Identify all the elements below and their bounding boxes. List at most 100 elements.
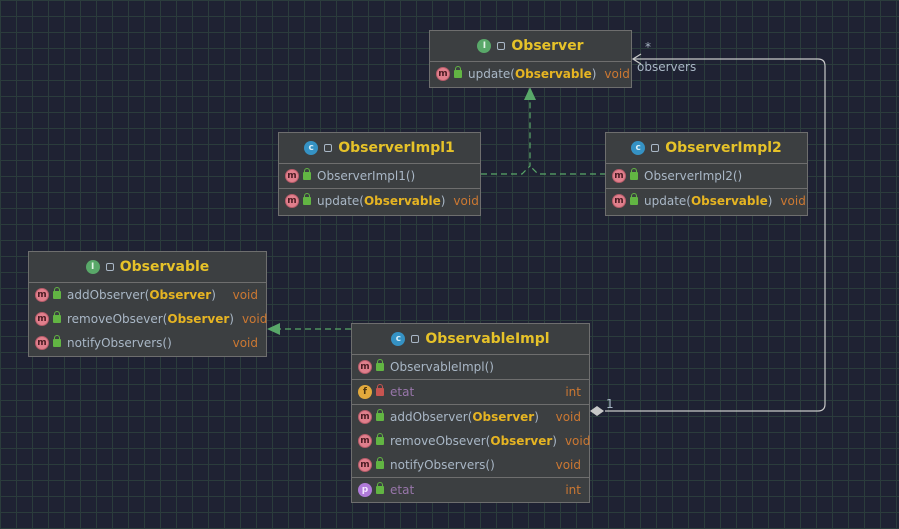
field-type: int <box>565 385 581 399</box>
constructors-section: m ObserverImpl2() <box>606 164 807 189</box>
observerimpl2-class[interactable]: c ObserverImpl2 m ObserverImpl2() m upda… <box>605 132 808 216</box>
property-etat[interactable]: p etat int <box>352 478 589 502</box>
method-close: ) <box>211 288 216 302</box>
public-visibility-icon <box>53 311 61 323</box>
property-name: etat <box>390 483 415 497</box>
return-type: void <box>241 312 268 326</box>
interface-icon: I <box>85 260 100 274</box>
interface-icon: I <box>477 39 492 53</box>
observerimpl1-class[interactable]: c ObserverImpl1 m ObserverImpl1() m upda… <box>278 132 481 216</box>
observer-interface[interactable]: I Observer m update(Observable) void <box>429 30 632 88</box>
public-visibility-icon <box>105 263 114 271</box>
observableimpl-header: c ObservableImpl <box>352 324 589 355</box>
method-param: Observable <box>514 67 592 81</box>
method-icon: m <box>358 434 372 448</box>
observerimpl2-header: c ObserverImpl2 <box>606 133 807 164</box>
method-removeobsever[interactable]: m removeObsever(Observer) void <box>29 307 268 331</box>
class-name: ObserverImpl1 <box>338 140 455 156</box>
public-visibility-icon <box>53 287 61 299</box>
public-visibility-icon <box>303 193 311 205</box>
method-icon: m <box>358 360 372 374</box>
class-name: ObservableImpl <box>425 331 550 347</box>
return-type: void <box>232 336 258 350</box>
return-type: void <box>453 194 479 208</box>
public-visibility-icon <box>630 168 638 180</box>
method-addobserver[interactable]: m addObserver(Observer) void <box>29 283 266 307</box>
method-update[interactable]: m update(Observable) void <box>279 189 480 213</box>
properties-section: p etat int <box>352 478 589 502</box>
method-close: ) <box>440 194 446 208</box>
public-visibility-icon <box>324 144 333 152</box>
property-icon: p <box>358 483 372 497</box>
realization-observerimpl2 <box>529 165 606 175</box>
return-type: void <box>604 67 630 81</box>
public-visibility-icon <box>376 482 384 494</box>
method-name: notifyObservers() <box>67 336 172 350</box>
method-removeobsever[interactable]: m removeObsever(Observer) void <box>352 429 590 453</box>
public-visibility-icon <box>630 193 638 205</box>
public-visibility-icon <box>303 168 311 180</box>
method-icon: m <box>35 312 49 326</box>
return-type: void <box>555 458 581 472</box>
method-icon: m <box>358 410 372 424</box>
method-close: ) <box>534 410 539 424</box>
field-name: etat <box>390 385 415 399</box>
method-icon: m <box>436 67 450 81</box>
method-param: Observer <box>472 410 535 424</box>
observable-header: I Observable <box>29 252 266 283</box>
method-icon: m <box>35 336 49 350</box>
observer-header: I Observer <box>430 31 631 62</box>
observable-interface[interactable]: I Observable m addObserver(Observer) voi… <box>28 251 267 357</box>
method-name: removeObsever( <box>67 312 168 326</box>
constructor-name: ObservableImpl() <box>390 360 494 374</box>
observableimpl-class[interactable]: c ObservableImpl m ObservableImpl() f et… <box>351 323 590 503</box>
method-icon: m <box>612 194 626 208</box>
method-notifyobservers[interactable]: m notifyObservers() void <box>352 453 589 477</box>
aggregation-diamond <box>590 406 604 416</box>
realization-observerimpl1 <box>481 96 531 175</box>
realization-arrowhead-observer <box>524 87 536 100</box>
class-icon: c <box>391 332 406 346</box>
methods-section: m update(Observable) void <box>279 189 480 213</box>
constructor-name: ObserverImpl2() <box>644 169 743 183</box>
field-etat[interactable]: f etat int <box>352 380 589 404</box>
constructor-row[interactable]: m ObserverImpl1() <box>279 164 480 188</box>
method-close: ) <box>229 312 234 326</box>
methods-section: m addObserver(Observer) void m removeObs… <box>29 283 268 355</box>
method-name: removeObsever( <box>390 434 491 448</box>
role-observers-label: observers <box>637 60 697 74</box>
public-visibility-icon <box>497 42 506 50</box>
class-icon: c <box>631 141 646 155</box>
method-update[interactable]: m update(Observable) void <box>430 62 631 86</box>
class-name: ObserverImpl2 <box>665 140 782 156</box>
observerimpl1-header: c ObserverImpl1 <box>279 133 480 164</box>
class-name: Observer <box>511 38 584 54</box>
private-visibility-icon <box>376 384 384 396</box>
method-param: Observer <box>167 312 230 326</box>
method-param: Observer <box>149 288 212 302</box>
methods-section: m addObserver(Observer) void m removeObs… <box>352 405 590 478</box>
return-type: void <box>555 410 581 424</box>
method-icon: m <box>285 194 299 208</box>
method-icon: m <box>285 169 299 183</box>
public-visibility-icon <box>376 359 384 371</box>
constructor-row[interactable]: m ObservableImpl() <box>352 355 589 379</box>
constructor-name: ObserverImpl1() <box>317 169 416 183</box>
method-update[interactable]: m update(Observable) void <box>606 189 807 213</box>
method-addobserver[interactable]: m addObserver(Observer) void <box>352 405 589 429</box>
method-name: notifyObservers() <box>390 458 495 472</box>
property-type: int <box>565 483 581 497</box>
public-visibility-icon <box>53 335 61 347</box>
method-close: ) <box>552 434 557 448</box>
association-observers-line <box>605 58 826 412</box>
constructors-section: m ObservableImpl() <box>352 355 589 380</box>
constructor-row[interactable]: m ObserverImpl2() <box>606 164 807 188</box>
fields-section: f etat int <box>352 380 589 405</box>
public-visibility-icon <box>411 335 420 343</box>
method-notifyobservers[interactable]: m notifyObservers() void <box>29 331 266 355</box>
method-param: Observable <box>363 194 441 208</box>
multiplicity-many-label: * <box>645 40 651 54</box>
methods-section: m update(Observable) void <box>606 189 807 213</box>
multiplicity-one-label: 1 <box>606 397 614 411</box>
